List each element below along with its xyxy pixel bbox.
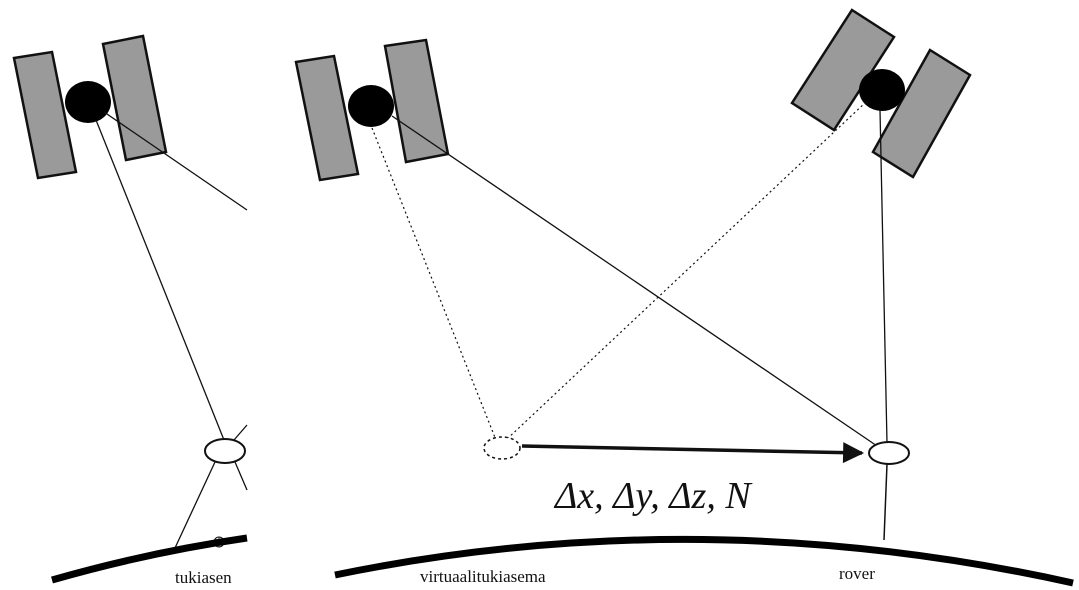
rover-receiver-icon: [868, 441, 910, 465]
rover-pole: [883, 463, 888, 541]
left-receiver-icon: [204, 438, 246, 464]
left-satellite-icon: [12, 34, 168, 180]
left-signal-line-3: [233, 424, 248, 441]
satellite-b-icon: [790, 8, 972, 179]
satellite-a-icon: [294, 38, 450, 182]
main-earth-surface: [334, 535, 1074, 587]
main-panel: Δx, Δy, Δz, N virtuaalitukiasema rover: [294, 8, 1074, 587]
signal-line-sat-a-rover: [391, 115, 881, 449]
left-signal-line-2: [103, 111, 248, 211]
virtual-signal-line-sat-a: [371, 127, 497, 441]
left-station-label: tukiasen: [175, 568, 232, 587]
tripod-leg: [174, 461, 216, 549]
corrections-label: Δx, Δy, Δz, N: [553, 475, 753, 517]
signal-line-sat-b-rover: [879, 109, 888, 444]
left-signal-line: [95, 119, 225, 441]
correction-arrow-icon: [521, 442, 865, 464]
virtual-signal-line-sat-b: [505, 101, 867, 441]
virtual-station-receiver-icon: [483, 436, 521, 460]
virtual-station-label: virtuaalitukiasema: [420, 567, 546, 586]
rover-label: rover: [839, 564, 875, 583]
left-earth-surface: [51, 534, 248, 584]
tripod-leg: [234, 461, 248, 491]
left-panel: tukiasen: [12, 34, 248, 587]
